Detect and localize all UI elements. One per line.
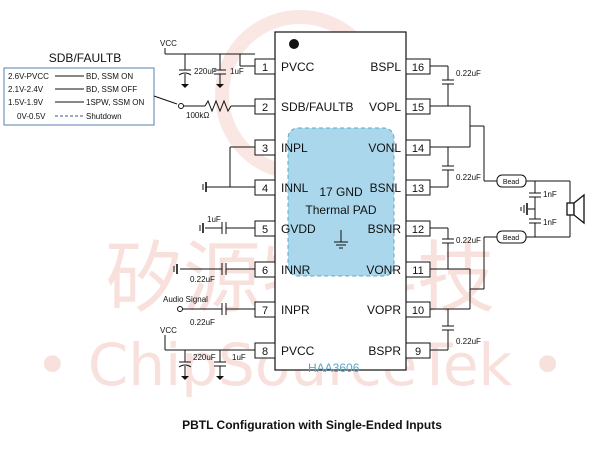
pin1-marker-dot — [289, 39, 299, 49]
sdb-table-title: SDB/FAULTB — [49, 51, 121, 65]
innr-network: 0.22uF — [173, 263, 255, 284]
pin-name: GVDD — [281, 222, 316, 236]
cap-1uf-top-label: 1uF — [230, 67, 244, 76]
pin-name: VOPR — [367, 303, 401, 317]
pin-name: PVCC — [281, 344, 315, 358]
ferrite-bead-top: Bead — [496, 174, 527, 188]
sdb-row-voltage: 1.5V-1.9V — [8, 98, 44, 107]
sdb-row-mode: Shutdown — [86, 112, 122, 121]
ground-symbol-icon — [334, 230, 348, 249]
bs-cap-16-label: 0.22uF — [456, 69, 481, 78]
pin-number: 9 — [415, 346, 421, 358]
pin-number: 7 — [262, 305, 268, 317]
pin-name: VOPL — [369, 100, 401, 114]
sdb-table: SDB/FAULTB 2.6V-PVCC BD, SSM ON 2.1V-2.4… — [3, 51, 178, 126]
pin-name: BSNL — [370, 181, 402, 195]
inpr-network: Audio Signal 0.22uF — [163, 295, 255, 327]
pin-number: 1 — [262, 62, 268, 74]
gvdd-network: 1uF — [199, 215, 255, 234]
pin-number: 8 — [262, 346, 268, 358]
sdb-row-voltage: 2.1V-2.4V — [8, 85, 44, 94]
pin-name: VONL — [368, 141, 401, 155]
bootstrap-caps-left: 0.22uF 0.22uF — [430, 65, 481, 188]
ground-icon — [173, 264, 178, 274]
pin-name: SDB/FAULTB — [281, 100, 353, 114]
pin-name: INPL — [281, 141, 308, 155]
bs-cap-9-label: 0.22uF — [456, 337, 481, 346]
inpl-innl-wiring — [202, 146, 255, 192]
bootstrap-caps-right: 0.22uF 0.22uF — [430, 227, 481, 351]
pin-number: 12 — [412, 224, 424, 236]
pin-name: PVCC — [281, 60, 315, 74]
audio-signal-label: Audio Signal — [163, 295, 208, 304]
pvcc-top-network: VCC 220uF 1uF — [160, 39, 255, 88]
ferrite-bead-bottom: Bead — [496, 230, 527, 244]
pin-number: 10 — [412, 305, 424, 317]
sdb-row-mode: BD, SSM OFF — [86, 85, 137, 94]
ground-icon — [199, 223, 204, 233]
pin-number: 13 — [412, 183, 424, 195]
cap-220uf-bottom-label: 220uF — [193, 353, 216, 362]
out-cap-bottom-label: 1nF — [543, 218, 557, 227]
pvcc-bottom-network: VCC 220uF 1uF — [160, 326, 255, 380]
left-pins: 1 PVCC 2 SDB/FAULTB 3 INPL 4 INNL 5 GVDD… — [254, 58, 353, 359]
output-wiring — [430, 105, 497, 310]
bs-cap-13-label: 0.22uF — [456, 173, 481, 182]
cap-1uf-bottom-label: 1uF — [232, 353, 246, 362]
out-cap-top-label: 1nF — [543, 190, 557, 199]
pin-number: 4 — [262, 183, 268, 195]
ground-icon — [520, 203, 528, 215]
pin-name: BSNR — [368, 222, 402, 236]
pin-name: BSPL — [370, 60, 401, 74]
thermal-pad-label-1: 17 GND — [319, 185, 363, 199]
bead-bottom-label: Bead — [503, 235, 519, 242]
pin-number: 15 — [412, 102, 424, 114]
pin-number: 2 — [262, 102, 268, 114]
speaker-icon — [566, 193, 585, 225]
pin-number: 11 — [412, 265, 423, 277]
right-pins: BSPL 16 VOPL 15 VONL 14 BSNL 13 BSNR 12 … — [366, 58, 431, 359]
pin-number: 6 — [262, 265, 268, 277]
gvdd-cap-label: 1uF — [207, 215, 221, 224]
sdb-row-voltage: 2.6V-PVCC — [8, 72, 49, 81]
diagram-caption: PBTL Configuration with Single-Ended Inp… — [182, 418, 442, 432]
resistor-label: 100kΩ — [186, 111, 209, 120]
bead-top-label: Bead — [503, 179, 519, 186]
pin-name: VONR — [366, 263, 401, 277]
innr-cap-label: 0.22uF — [190, 275, 215, 284]
vcc-label-top: VCC — [160, 39, 177, 48]
pin-number: 5 — [262, 224, 268, 236]
thermal-pad-label-2: Thermal PAD — [305, 203, 376, 217]
vcc-label-bottom: VCC — [160, 326, 177, 335]
pin-name: BSPR — [368, 344, 401, 358]
pin-name: INPR — [281, 303, 310, 317]
ic-chip: 17 GND Thermal PAD HAA3606 — [274, 31, 407, 375]
pin-number: 3 — [262, 143, 268, 155]
cap-220uf-top-label: 220uF — [194, 67, 217, 76]
pin-number: 16 — [412, 62, 424, 74]
inpr-cap-label: 0.22uF — [190, 318, 215, 327]
pin-number: 14 — [412, 143, 424, 155]
bs-cap-12-label: 0.22uF — [456, 236, 481, 245]
thermal-pad — [287, 127, 395, 277]
ground-icon — [202, 182, 212, 192]
pin-name: INNL — [281, 181, 309, 195]
pin-name: INNR — [281, 263, 311, 277]
sdb-row-mode: BD, SSM ON — [86, 72, 133, 81]
part-number-label: HAA3606 — [308, 361, 360, 375]
sdb-resistor: 100kΩ — [178, 99, 255, 120]
sdb-row-voltage: 0V-0.5V — [17, 112, 46, 121]
output-filter: 1nF 1nF — [520, 180, 585, 238]
sdb-row-mode: 1SPW, SSM ON — [86, 98, 144, 107]
